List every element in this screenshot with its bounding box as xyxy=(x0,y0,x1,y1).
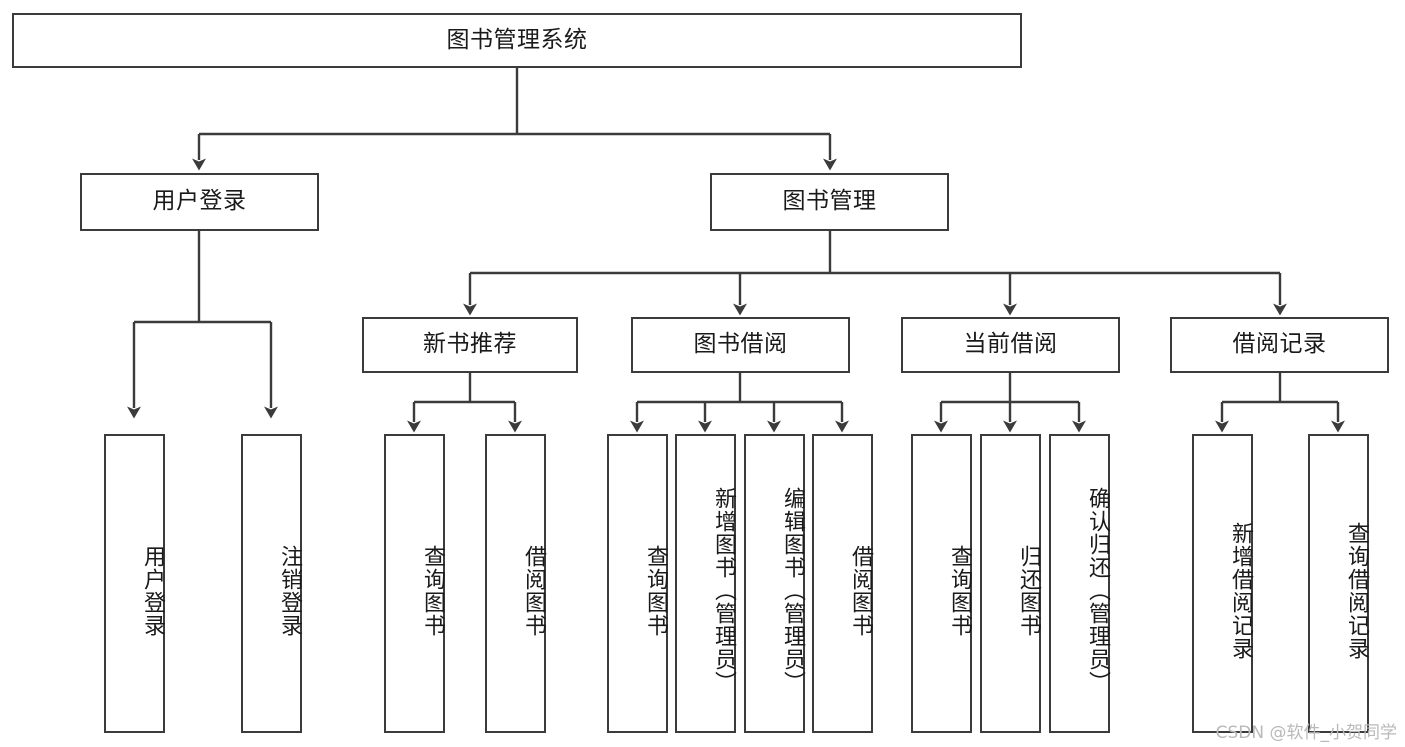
node-book-borrow[interactable]: 图书借阅 xyxy=(631,317,850,373)
node-label: 确认归还（管理员） xyxy=(1085,487,1110,694)
leaf-user-login-logout[interactable]: 注销登录 xyxy=(241,434,302,733)
node-root-system[interactable]: 图书管理系统 xyxy=(12,13,1022,68)
leaf-new-book-query[interactable]: 查询图书 xyxy=(384,434,445,733)
leaf-current-return-book[interactable]: 归还图书 xyxy=(980,434,1041,733)
leaf-records-add-record[interactable]: 新增借阅记录 xyxy=(1192,434,1253,733)
node-label: 借阅记录 xyxy=(1232,331,1327,358)
leaf-borrow-borrow-book[interactable]: 借阅图书 xyxy=(812,434,873,733)
leaf-borrow-query-book[interactable]: 查询图书 xyxy=(607,434,668,733)
leaf-records-query-record[interactable]: 查询借阅记录 xyxy=(1308,434,1369,733)
node-label: 图书管理 xyxy=(782,188,877,215)
leaf-borrow-add-book-admin[interactable]: 新增图书（管理员） xyxy=(675,434,736,733)
leaf-current-confirm-return-admin[interactable]: 确认归还（管理员） xyxy=(1049,434,1110,733)
node-label: 查询借阅记录 xyxy=(1344,521,1369,660)
node-label: 注销登录 xyxy=(277,544,302,637)
node-label: 借阅图书 xyxy=(521,544,546,637)
leaf-new-book-borrow[interactable]: 借阅图书 xyxy=(485,434,546,733)
leaf-current-query-book[interactable]: 查询图书 xyxy=(911,434,972,733)
watermark-text: CSDN @软件_小贺同学 xyxy=(1215,723,1397,743)
node-current-borrow[interactable]: 当前借阅 xyxy=(901,317,1120,373)
leaf-borrow-edit-book-admin[interactable]: 编辑图书（管理员） xyxy=(744,434,805,733)
node-label: 归还图书 xyxy=(1016,544,1041,637)
node-label: 查询图书 xyxy=(947,544,972,637)
node-label: 借阅图书 xyxy=(848,544,873,637)
node-label: 图书借阅 xyxy=(693,331,788,358)
leaf-user-login-login[interactable]: 用户登录 xyxy=(104,434,165,733)
node-label: 用户登录 xyxy=(152,188,247,215)
node-label: 当前借阅 xyxy=(963,331,1058,358)
node-label: 图书管理系统 xyxy=(446,26,588,53)
node-label: 查询图书 xyxy=(643,544,668,637)
node-label: 编辑图书（管理员） xyxy=(780,487,805,694)
node-label: 新书推荐 xyxy=(423,331,517,358)
node-user-login[interactable]: 用户登录 xyxy=(80,173,319,231)
node-book-management[interactable]: 图书管理 xyxy=(710,173,949,231)
node-label: 用户登录 xyxy=(140,544,165,637)
node-new-book-recommend[interactable]: 新书推荐 xyxy=(362,317,578,373)
node-label: 查询图书 xyxy=(420,544,445,637)
node-label: 新增借阅记录 xyxy=(1228,521,1253,660)
node-borrow-records[interactable]: 借阅记录 xyxy=(1170,317,1389,373)
node-label: 新增图书（管理员） xyxy=(711,487,736,694)
